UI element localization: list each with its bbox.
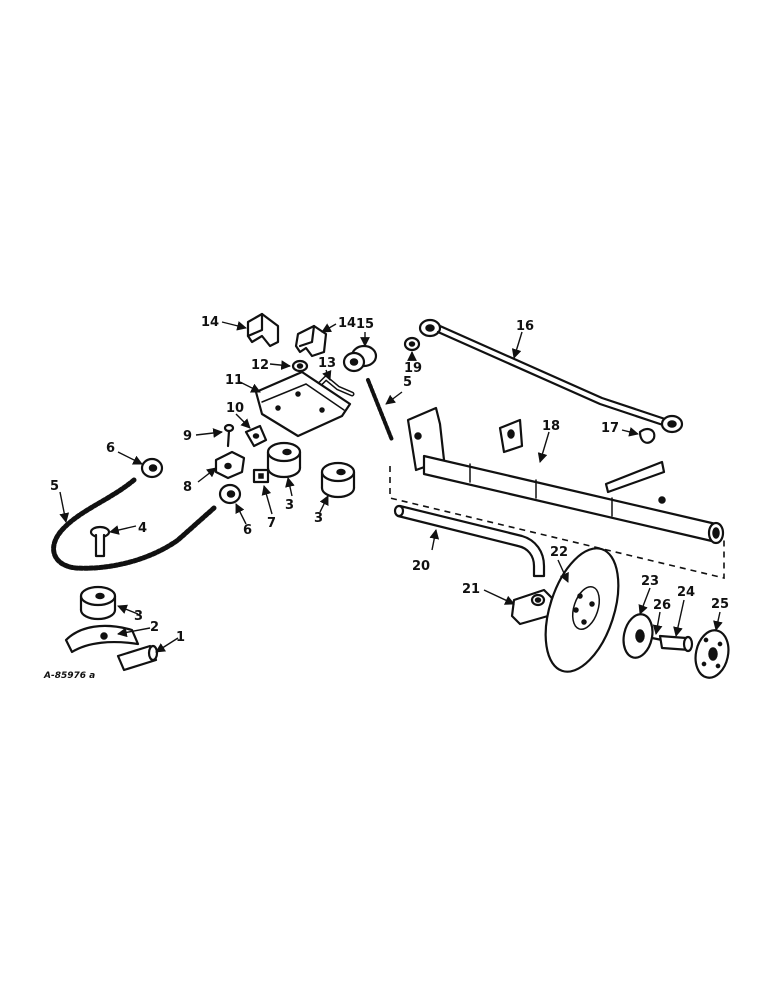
callout-12: 12 xyxy=(251,358,269,373)
callout-19: 19 xyxy=(404,361,422,376)
callout-3-right: 3 xyxy=(314,511,323,526)
part-1-pin xyxy=(116,644,159,672)
part-2-clamp xyxy=(64,624,140,654)
part-5-chain-loop xyxy=(51,477,217,571)
callout-13: 13 xyxy=(318,356,336,371)
part-13-bent-bolt xyxy=(315,375,355,397)
callout-labels: 14 14 15 12 13 11 5 10 9 6 8 5 4 6 7 3 3… xyxy=(43,315,729,681)
group-outline-dashed xyxy=(389,466,725,580)
callout-8: 8 xyxy=(183,480,192,495)
part-14-bracket-left xyxy=(246,312,280,348)
part-3-roller-middle xyxy=(266,441,302,479)
drawing-code: A-85976 a xyxy=(43,671,95,681)
part-25-flange xyxy=(694,629,730,679)
callout-26: 26 xyxy=(653,598,671,613)
part-20-bent-shaft xyxy=(393,504,546,578)
part-24-spindle xyxy=(658,634,694,653)
callout-1: 1 xyxy=(176,630,185,645)
part-17-clip xyxy=(638,428,656,444)
callout-14-left: 14 xyxy=(201,315,219,330)
part-12-nut xyxy=(291,359,309,373)
callout-6-upper: 6 xyxy=(106,441,115,456)
callout-3-lower: 3 xyxy=(134,609,143,624)
callout-25: 25 xyxy=(711,597,729,612)
part-19-bushing xyxy=(403,336,421,352)
part-6-bushing-lower xyxy=(218,483,242,505)
part-11-plate xyxy=(254,370,352,438)
part-10-clip xyxy=(244,424,268,448)
callout-5-upper: 5 xyxy=(403,375,412,390)
callout-10: 10 xyxy=(226,401,244,416)
callout-5-lower: 5 xyxy=(50,479,59,494)
callout-18: 18 xyxy=(542,419,560,434)
callout-11: 11 xyxy=(225,373,243,388)
callout-2: 2 xyxy=(150,620,159,635)
part-8-bracket xyxy=(214,450,246,480)
part-15-roller xyxy=(342,344,378,373)
callout-20: 20 xyxy=(412,559,430,574)
callout-15: 15 xyxy=(356,317,374,332)
callout-9: 9 xyxy=(183,429,192,444)
callout-21: 21 xyxy=(462,582,480,597)
part-7-spacer xyxy=(252,468,270,484)
part-4-pin xyxy=(89,525,111,558)
part-16-link-rod xyxy=(418,318,684,434)
callout-14-right: 14 xyxy=(338,316,356,331)
callout-7: 7 xyxy=(267,516,276,531)
part-6-bushing-upper xyxy=(140,457,164,479)
part-9-bolt xyxy=(223,423,235,448)
part-21-bearing-housing xyxy=(510,588,554,626)
part-23-hub-flange xyxy=(622,613,654,659)
part-3-roller-lower xyxy=(79,585,117,621)
callout-16: 16 xyxy=(516,319,534,334)
callout-3-middle: 3 xyxy=(285,498,294,513)
part-5-chain-upper xyxy=(366,378,394,442)
callout-22: 22 xyxy=(550,545,568,560)
callout-17: 17 xyxy=(601,421,619,436)
callout-6-lower: 6 xyxy=(243,523,252,538)
part-18-shaft xyxy=(406,406,725,545)
leader-lines xyxy=(59,321,723,653)
callout-24: 24 xyxy=(677,585,695,600)
part-14-bracket-right xyxy=(294,324,328,358)
part-3-roller-right xyxy=(320,461,356,499)
callout-4: 4 xyxy=(138,521,147,536)
callout-23: 23 xyxy=(641,574,659,589)
